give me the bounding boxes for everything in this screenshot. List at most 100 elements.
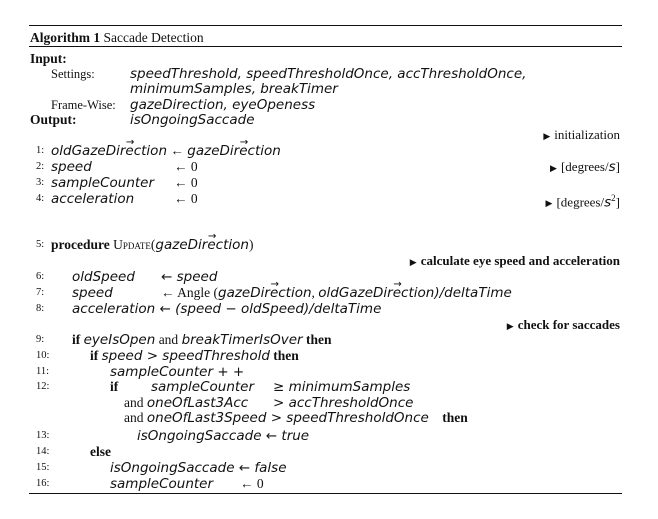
var-break-timer-is-over: breakTimerIsOver bbox=[181, 332, 303, 348]
var-eye-is-open: eyeIsOpen bbox=[83, 332, 156, 348]
comment-triangle-icon: ▶ bbox=[543, 131, 551, 141]
algorithm-title: Saccade Detection bbox=[103, 30, 204, 45]
settings-line-2: minimumSamples, breakTimer bbox=[130, 81, 338, 97]
unit-text: [degrees/ bbox=[556, 194, 605, 210]
code-line-15: isOngoingSaccade ← false bbox=[110, 460, 287, 476]
input-label: Input: bbox=[30, 51, 67, 66]
line-number: 5: bbox=[36, 239, 45, 250]
code-line-3-var: sampleCounter bbox=[51, 175, 155, 191]
line-number: 10: bbox=[36, 350, 50, 361]
header-rule bbox=[29, 46, 622, 47]
line-number: 8: bbox=[36, 303, 45, 314]
unit-s: s bbox=[604, 194, 612, 211]
keyword-and: and bbox=[158, 332, 179, 347]
line-number: 7: bbox=[36, 287, 45, 298]
var-gaze-direction: gazeDirection bbox=[218, 277, 312, 301]
var-old-gaze-direction: oldGazeDirection bbox=[51, 135, 167, 159]
code-line-9: if eyeIsOpen and breakTimerIsOver then bbox=[72, 332, 331, 348]
line-number: 1: bbox=[36, 145, 45, 156]
paren-open: ( bbox=[150, 237, 156, 252]
comment-check: ▶check for saccades bbox=[507, 317, 620, 334]
delta-time-div: )/deltaTime bbox=[434, 285, 512, 301]
comment-initialization: ▶initialization bbox=[543, 127, 620, 144]
line-number: 3: bbox=[36, 177, 45, 188]
keyword-if: if bbox=[72, 332, 81, 347]
line-number: 4: bbox=[36, 193, 45, 204]
unit-close: ] bbox=[615, 194, 620, 210]
comment-triangle-icon: ▶ bbox=[545, 198, 553, 209]
line-number: 11: bbox=[36, 366, 50, 377]
code-line-3-value: ← 0 bbox=[174, 175, 198, 190]
acceleration-expr: ← (speed − oldSpeed)/deltaTime bbox=[159, 301, 382, 317]
comment-initialization-text: initialization bbox=[554, 127, 620, 142]
paren-close: ) bbox=[248, 237, 254, 252]
comment-degrees-per-s: ▶[degrees/s] bbox=[550, 159, 620, 176]
framewise-separator: , bbox=[223, 97, 228, 113]
framewise-gaze-direction: gazeDirection bbox=[130, 97, 224, 113]
framewise-inputs: gazeDirection, eyeOpeness bbox=[130, 97, 315, 113]
line-number: 6: bbox=[36, 271, 45, 282]
top-rule bbox=[29, 25, 622, 27]
procedure-name: Update bbox=[113, 237, 151, 252]
code-line-6-value: ← speed bbox=[161, 269, 218, 285]
code-line-13: isOngoingSaccade ← true bbox=[137, 428, 310, 444]
code-line-4-var: acceleration bbox=[51, 191, 135, 207]
code-line-7-var: speed bbox=[72, 285, 113, 301]
var-acceleration: acceleration bbox=[72, 301, 156, 317]
assign-arrow: ← bbox=[170, 143, 184, 158]
line-number: 14: bbox=[36, 446, 50, 457]
line-number: 9: bbox=[36, 334, 45, 345]
code-line-10: if speed > speedThreshold then bbox=[90, 348, 299, 364]
procedure-arg: gazeDirection bbox=[155, 229, 249, 253]
code-line-12-a: sampleCounter bbox=[151, 379, 255, 395]
code-line-12-d: and oneOfLast3Speed > speedThresholdOnce… bbox=[124, 410, 468, 426]
code-line-11: sampleCounter + + bbox=[110, 364, 245, 380]
var-gaze-direction: gazeDirection bbox=[187, 135, 281, 159]
keyword-and: and bbox=[124, 410, 144, 425]
var-old-gaze-direction: oldGazeDirection bbox=[318, 277, 434, 301]
line-number: 12: bbox=[36, 381, 50, 392]
comment-triangle-icon: ▶ bbox=[550, 163, 557, 173]
comment-triangle-icon: ▶ bbox=[409, 257, 417, 267]
keyword-then: then bbox=[305, 332, 332, 347]
comment-calculate: ▶calculate eye speed and acceleration bbox=[410, 253, 620, 270]
speed-condition: speed > speedThreshold bbox=[101, 348, 270, 364]
unit-text: [degrees/ bbox=[560, 159, 609, 174]
keyword-then: then bbox=[442, 410, 468, 425]
bottom-rule bbox=[29, 493, 622, 495]
comment-calculate-text: calculate eye speed and acceleration bbox=[420, 253, 620, 268]
code-line-12-if: if bbox=[110, 379, 119, 394]
code-line-5: procedure Update(gazeDirection) bbox=[51, 229, 254, 253]
algorithm-caption: Algorithm 1 Saccade Detection bbox=[30, 30, 204, 46]
unit-close: ] bbox=[615, 159, 620, 174]
framewise-eye-openess: eyeOpeness bbox=[232, 97, 316, 113]
code-line-16-var: sampleCounter bbox=[110, 476, 214, 492]
settings-line-1: speedThreshold, speedThresholdOnce, accT… bbox=[130, 66, 527, 82]
keyword-if: if bbox=[90, 348, 99, 363]
unit-exponent: 2 bbox=[611, 193, 616, 203]
line-number: 2: bbox=[36, 161, 45, 172]
keyword-then: then bbox=[273, 348, 299, 363]
unit-s: s bbox=[608, 159, 616, 175]
output-value: isOngoingSaccade bbox=[130, 112, 255, 128]
keyword-procedure: procedure bbox=[51, 237, 110, 252]
code-line-7-value: ← Angle (gazeDirection, oldGazeDirection… bbox=[161, 277, 512, 301]
code-line-12-b: ≥ minimumSamples bbox=[273, 379, 411, 395]
code-line-2-value: ← 0 bbox=[174, 159, 198, 174]
speed-once-condition: oneOfLast3Speed > speedThresholdOnce bbox=[146, 410, 429, 426]
keyword-and: and bbox=[124, 395, 144, 410]
line-number: 15: bbox=[36, 462, 50, 473]
code-line-12-c: and oneOfLast3Acc bbox=[124, 395, 248, 411]
framewise-label: Frame-Wise: bbox=[51, 98, 116, 112]
code-line-2-var: speed bbox=[51, 159, 92, 175]
var-one-of-last3-acc: oneOfLast3Acc bbox=[146, 395, 249, 411]
code-line-4-value: ← 0 bbox=[174, 191, 198, 206]
algorithm-label: Algorithm 1 bbox=[30, 30, 101, 45]
line-number: 16: bbox=[36, 478, 50, 489]
separator: , bbox=[311, 285, 319, 300]
output-label: Output: bbox=[30, 112, 77, 127]
comment-triangle-icon: ▶ bbox=[506, 321, 514, 331]
angle-call: ← Angle ( bbox=[161, 285, 218, 300]
line-number: 13: bbox=[36, 430, 50, 441]
code-line-8: acceleration ← (speed − oldSpeed)/deltaT… bbox=[72, 301, 381, 317]
